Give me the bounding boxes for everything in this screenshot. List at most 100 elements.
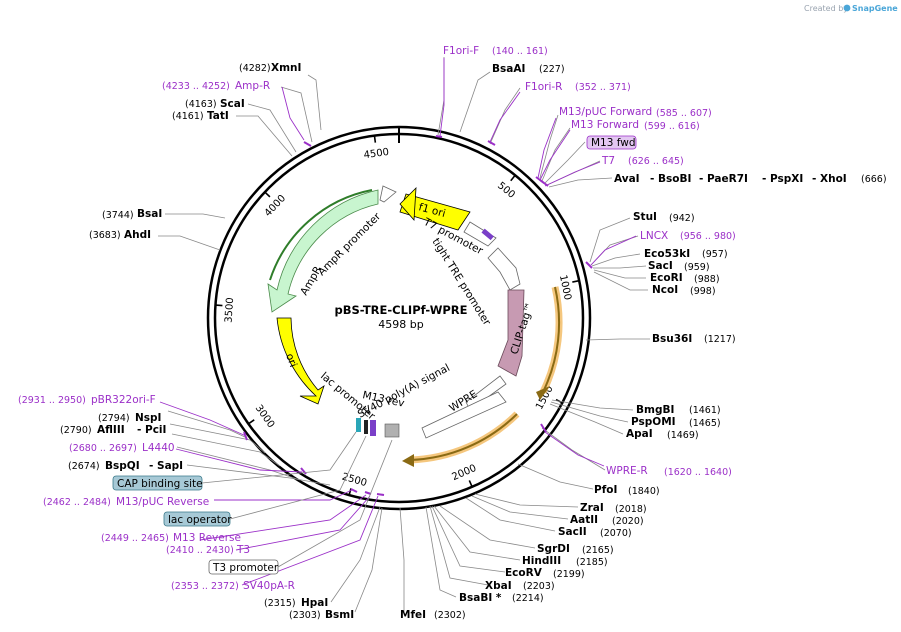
scai-name: ScaI <box>220 98 245 110</box>
sacii-name: SacII <box>558 526 587 538</box>
bspqi-pos: (2674) <box>68 461 100 472</box>
t3-promoter-mark <box>384 423 400 438</box>
m13-fwd-box-label: M13 fwd <box>591 137 636 149</box>
sgrdi-name: SgrDI <box>537 543 570 555</box>
lnc-block <box>481 228 494 241</box>
nspi-name: NspI <box>135 412 161 424</box>
box-leaders <box>201 431 393 568</box>
afliii-name: AflIII <box>97 424 125 436</box>
ncoi-pos: (998) <box>690 286 716 297</box>
orf-arc-2-arrowhead <box>402 454 414 467</box>
t3-pos: (2410 .. 2430) <box>166 545 234 556</box>
cap-site-mark <box>356 418 361 432</box>
bsabi-pos: (2214) <box>512 593 544 604</box>
primer-leaders <box>159 58 637 586</box>
pbr322-name: pBR322ori-F <box>91 394 156 406</box>
bsai-pos: (3744) <box>102 210 134 221</box>
bsobi-name: - BsoBI <box>650 173 691 185</box>
sacii-pos: (2070) <box>600 528 632 539</box>
t7-pos: (626 .. 645) <box>628 156 684 167</box>
lncx-name: LNCX <box>640 230 668 242</box>
tati-name: TatI <box>207 110 229 122</box>
ruler-tick-4500 <box>373 135 377 143</box>
f1ori-r-pos: (352 .. 371) <box>575 82 631 93</box>
m13-puc-rev-name: M13/pUC Reverse <box>116 496 209 508</box>
ahdi-pos: (3683) <box>89 230 121 241</box>
ruler-tick-1000 <box>572 279 580 283</box>
bsu36i-pos: (1217) <box>704 334 736 345</box>
mfei-pos: (2302) <box>434 610 466 621</box>
pspomi-pos: (1465) <box>689 418 721 429</box>
avai-pos: (666) <box>861 174 887 185</box>
bsu36i-name: Bsu36I <box>652 333 692 345</box>
credit: Created by SnapGene <box>804 4 898 13</box>
ruler-label-500: 500 <box>495 180 517 201</box>
sv40pa-r-name: SV40pA-R <box>243 580 295 592</box>
m13-puc-fwd-name: M13/pUC Forward <box>559 106 652 118</box>
avai-name: AvaI <box>614 173 640 185</box>
bsmi-name: BsmI <box>325 609 354 621</box>
credit-prefix: Created by <box>804 4 848 13</box>
plasmid-size: 4598 bp <box>378 318 423 331</box>
ecori-name: EcoRI <box>650 272 683 284</box>
bmgbi-name: BmgBI <box>636 404 674 416</box>
aatii-pos: (2020) <box>612 516 644 527</box>
bmgbi-pos: (1461) <box>689 405 721 416</box>
pcii-name: - PciI <box>137 424 166 436</box>
bsabi-name: BsaBI * <box>459 592 502 604</box>
orf-arc-1 <box>542 286 561 393</box>
ruler-tick-500 <box>510 174 516 182</box>
bsai-name: BsaI <box>137 208 162 220</box>
bsaai-name: BsaAI <box>492 63 525 75</box>
pspxi-name: - PspXI <box>762 173 803 185</box>
backbone <box>206 125 592 511</box>
f1ori-r-name: F1ori-R <box>525 81 562 93</box>
eco53ki-name: Eco53kI <box>644 248 690 260</box>
apai-name: ApaI <box>626 428 653 440</box>
ampr-primer-pos: (4233 .. 4252) <box>162 81 230 92</box>
t7-name: T7 <box>601 155 615 167</box>
pfoi-pos: (1840) <box>628 486 660 497</box>
t3-promoter-label: T3 promoter <box>212 562 279 574</box>
bsaai-pos: (227) <box>539 64 565 75</box>
features: f1 ori T7 promoter tight TRE promoter CL… <box>267 185 563 467</box>
ruler-tick-2000 <box>468 480 473 488</box>
ori-label: ori <box>283 352 299 369</box>
eco53ki-pos: (957) <box>702 249 728 260</box>
hpai-pos: (2315) <box>264 598 296 609</box>
wpre-r-pos: (1620 .. 1640) <box>664 467 732 478</box>
orf-arc-1-highlight <box>539 286 563 394</box>
ruler-label-2000: 2000 <box>450 463 478 483</box>
mfei-name: MfeI <box>400 609 426 621</box>
saci-name: SacI <box>648 260 673 272</box>
sapi-name: - SapI <box>149 460 183 472</box>
sv40pa-r-pos: (2353 .. 2372) <box>171 581 239 592</box>
l4440-pos: (2680 .. 2697) <box>69 443 137 454</box>
lncx-pos: (956 .. 980) <box>680 231 736 242</box>
ruler-label-3500: 3500 <box>223 297 236 323</box>
snapgene-logo-icon <box>843 4 851 12</box>
ruler-tick-3000 <box>248 419 255 425</box>
xmni-pos: (4282) <box>239 63 271 74</box>
orf-arc-1-arrowhead <box>536 386 550 400</box>
m13-puc-rev-pos: (2462 .. 2484) <box>43 497 111 508</box>
nspi-pos: (2794) <box>98 413 130 424</box>
ori-arrow <box>276 317 325 405</box>
aatii-name: AatII <box>570 514 598 526</box>
orf-arc-2 <box>409 413 518 461</box>
ecorv-pos: (2199) <box>553 569 585 580</box>
scai-pos: (4163) <box>185 99 217 110</box>
m13-fwd-name: M13 Forward <box>571 119 639 131</box>
stui-name: StuI <box>633 211 657 223</box>
wpre-arrow <box>421 391 507 439</box>
t3-name: T3 <box>236 544 250 556</box>
f1ori-f-name: F1ori-F <box>443 45 479 57</box>
m13-fwd-box <box>586 135 637 150</box>
hindiii-name: HindIII <box>522 555 561 567</box>
m13-puc-fwd-pos: (585 .. 607) <box>656 108 712 119</box>
ecori-pos: (988) <box>694 274 720 285</box>
ruler-tick-4000 <box>264 191 271 198</box>
xbai-name: XbaI <box>485 580 512 592</box>
ruler-label-3000: 3000 <box>253 403 277 430</box>
